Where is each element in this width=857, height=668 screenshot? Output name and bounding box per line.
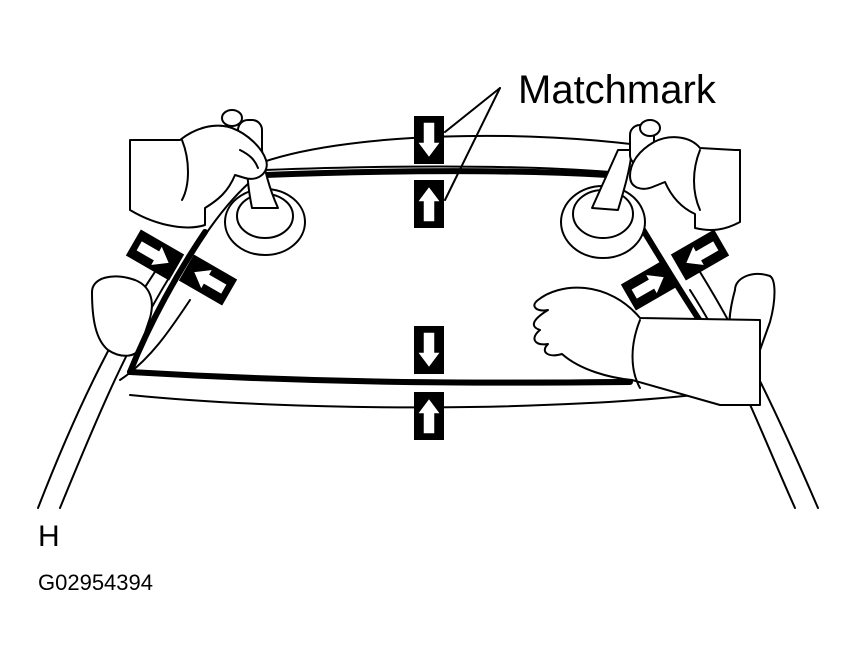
left-hand	[129, 124, 268, 229]
figure-code-label: G02954394	[38, 570, 153, 595]
matchmark-left-outer	[125, 229, 185, 281]
callout-leader-lines	[444, 87, 501, 201]
right-hand	[629, 136, 741, 231]
matchmark-right-outer	[670, 229, 730, 281]
matchmark-left-inner	[178, 254, 238, 306]
right-lower-hand	[532, 286, 761, 406]
matchmark-callout-label: Matchmark	[518, 68, 716, 112]
matchmark-top-upper	[414, 116, 444, 164]
matchmark-bottom-upper	[414, 326, 444, 374]
matchmark-right-inner	[620, 259, 680, 311]
view-letter-label: H	[38, 520, 60, 553]
matchmark-bottom-lower	[414, 392, 444, 440]
matchmark-top-lower	[414, 180, 444, 228]
